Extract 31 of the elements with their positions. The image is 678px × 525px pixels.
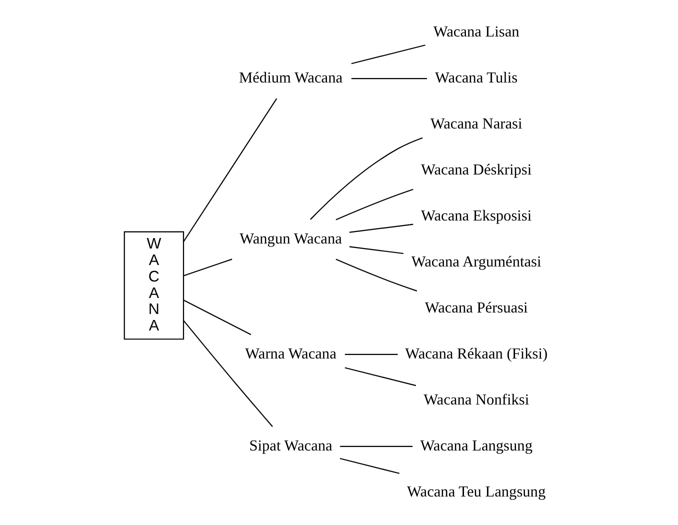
- node-box: WACANA: [123, 231, 184, 340]
- node-text: Wacana Teu Langsung: [406, 483, 546, 500]
- node-text: Wacana Nonfiksi: [423, 391, 529, 408]
- connector: [182, 98, 277, 242]
- node-text: Wacana Lisan: [432, 24, 519, 41]
- node-text: Wacana Langsung: [420, 437, 532, 454]
- node-text: Wacana Pérsuasi: [424, 300, 528, 317]
- connector: [310, 137, 422, 220]
- connector: [350, 44, 425, 64]
- node-text: Wacana Eksposisi: [420, 208, 532, 225]
- connector: [182, 258, 232, 276]
- connector: [339, 458, 399, 474]
- node-text: Wacana Rékaan (Fiksi): [404, 346, 548, 363]
- connector: [335, 188, 413, 220]
- node-text: Wacana Arguméntasi: [410, 254, 541, 271]
- connector: [335, 258, 417, 292]
- connector: [182, 320, 272, 427]
- node-text: Wangun Wacana: [239, 230, 342, 248]
- connector: [182, 300, 251, 336]
- connector: [340, 446, 412, 447]
- node-text: Wacana Tulis: [434, 70, 518, 87]
- connector: [344, 354, 398, 355]
- connector: [344, 367, 416, 386]
- connector: [348, 224, 413, 233]
- connector: [348, 246, 403, 254]
- node-text: Sipat Wacana: [248, 437, 332, 454]
- connector: [350, 78, 427, 80]
- node-text: Wacana Narasi: [430, 116, 522, 133]
- node-text: Warna Wacana: [244, 346, 336, 363]
- node-text: Wacana Déskripsi: [420, 162, 532, 179]
- node-text: Médium Wacana: [238, 70, 342, 87]
